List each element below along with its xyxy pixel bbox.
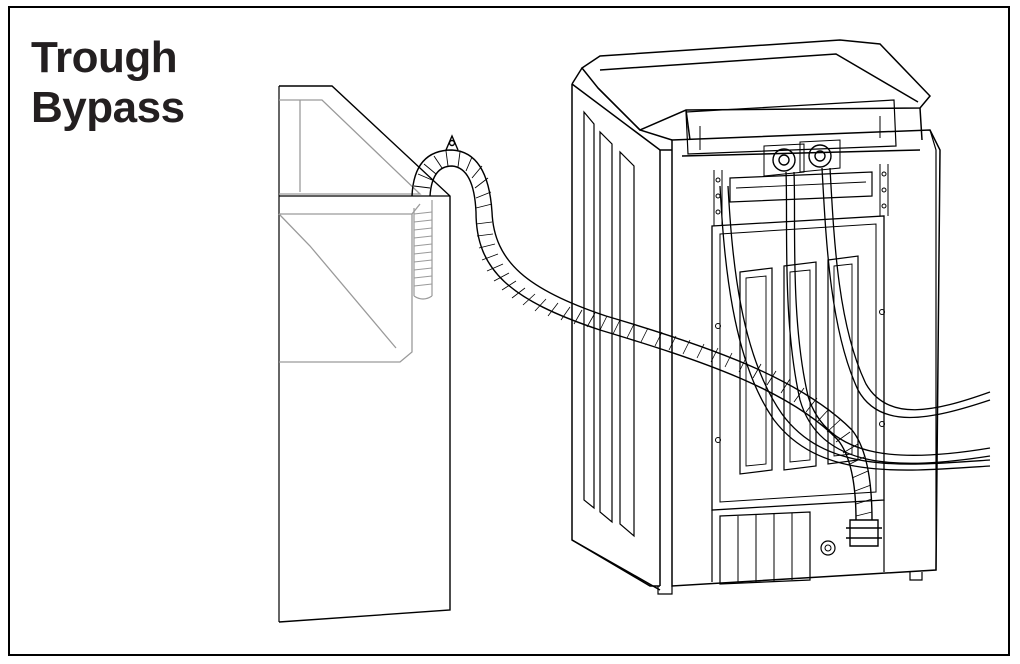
washing-machine — [571, 39, 941, 595]
hose-guide — [411, 134, 493, 213]
title-line-2: Bypass — [31, 83, 185, 132]
water-inlet-valves — [763, 139, 841, 177]
mounting-holes — [715, 171, 887, 443]
diagram-title: Trough Bypass — [31, 33, 185, 133]
washer-side — [571, 67, 660, 587]
drain-hose-end — [413, 200, 433, 300]
title-line-1: Trough — [31, 33, 178, 82]
drain-hose — [475, 211, 882, 547]
diagram-frame — [8, 6, 1010, 656]
washer-back — [671, 129, 941, 587]
inlet-hoses — [719, 167, 991, 471]
laundry-trough — [278, 85, 451, 623]
washer-lid — [580, 39, 932, 131]
